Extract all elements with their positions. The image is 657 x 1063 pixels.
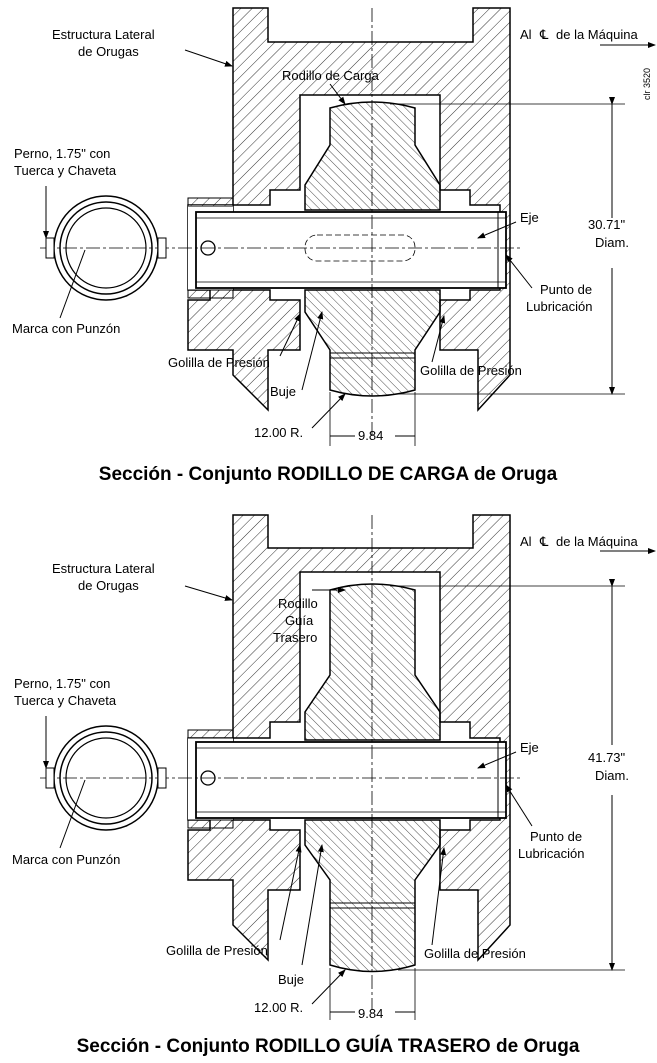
top-label-structure-2: de Orugas (78, 44, 139, 59)
bottom-label-bolt-2: Tuerca y Chaveta (14, 693, 117, 708)
bottom-label-punch: Marca con Punzón (12, 852, 120, 867)
bottom-label-diameter-unit: Diam. (595, 768, 629, 783)
drawing-id: clr 3520 (642, 68, 652, 100)
bottom-label-lube-2: Lubricación (518, 846, 585, 861)
centerline-symbol: ℄ (539, 534, 549, 549)
top-label-diameter-unit: Diam. (595, 235, 629, 250)
top-label-roller: Rodillo de Carga (282, 68, 380, 83)
top-load-roller (304, 101, 441, 397)
top-leader-washer-left (279, 313, 301, 357)
top-label-radius: 12.00 R. (254, 425, 303, 440)
bottom-label-lube-1: Punto de (530, 829, 582, 844)
top-shaft (195, 211, 507, 289)
bottom-leader-structure (184, 585, 233, 601)
top-label-axle: Eje (520, 210, 539, 225)
top-label-machine: de la Máquina (556, 27, 638, 42)
bottom-label-bushing: Buje (278, 972, 304, 987)
bottom-label-diameter: 41.73" (588, 750, 626, 765)
bottom-assembly-drawing: Estructura Lateral de Orugas Al ℄ de la … (12, 514, 656, 1057)
top-leader-washer-right (431, 315, 446, 363)
bottom-caption: Sección - Conjunto RODILLO GUÍA TRASERO … (77, 1035, 580, 1057)
bottom-diameter-dimension (390, 579, 625, 971)
bottom-label-structure-2: de Orugas (78, 578, 139, 593)
top-caption: Sección - Conjunto RODILLO DE CARGA de O… (99, 464, 558, 485)
top-leader-punch (59, 249, 86, 319)
top-label-bolt-2: Tuerca y Chaveta (14, 163, 117, 178)
top-label-width: 9.84 (358, 428, 383, 443)
bottom-label-machine-prefix: Al (520, 534, 532, 549)
bottom-label-structure-1: Estructura Lateral (52, 561, 155, 576)
top-diameter-dimension (390, 97, 625, 395)
bottom-leader-bushing (301, 844, 324, 966)
bottom-leader-axle (477, 751, 517, 769)
bottom-label-roller-1: Rodillo (278, 596, 318, 611)
top-label-diameter: 30.71" (588, 217, 626, 232)
top-label-bushing: Buje (270, 384, 296, 399)
bottom-label-bolt-1: Perno, 1.75" con (14, 676, 110, 691)
top-label-punch: Marca con Punzón (12, 321, 120, 336)
top-label-bolt-1: Perno, 1.75" con (14, 146, 110, 161)
top-label-lube-2: Lubricación (526, 299, 593, 314)
bottom-leader-lube (505, 784, 533, 827)
bottom-leader-washer-right (431, 847, 447, 946)
top-width-dimension (329, 392, 416, 446)
top-leader-radius (311, 393, 346, 429)
top-bolt-end-view (45, 195, 167, 301)
top-leader-structure (184, 49, 233, 67)
top-label-washer-right: Golilla de Presión (420, 363, 522, 378)
bottom-leader-punch (59, 779, 86, 849)
bottom-leader-washer-left (279, 844, 302, 941)
bottom-label-width: 9.84 (358, 1006, 383, 1021)
top-leader-roller (329, 83, 346, 105)
bottom-rear-idler-roller (304, 583, 441, 973)
top-leader-bushing (301, 311, 324, 391)
bottom-label-machine: de la Máquina (556, 534, 638, 549)
bottom-label-washer-right: Golilla de Presión (424, 946, 526, 961)
top-label-structure-1: Estructura Lateral (52, 27, 155, 42)
top-label-washer-left: Golilla de Presión (168, 355, 270, 370)
bottom-leader-radius (311, 969, 346, 1005)
bottom-label-radius: 12.00 R. (254, 1000, 303, 1015)
top-label-machine-prefix: Al (520, 27, 532, 42)
top-leader-lube (505, 254, 533, 289)
bottom-label-roller-2: Guía (285, 613, 314, 628)
bottom-label-roller-3: Trasero (273, 630, 317, 645)
top-assembly-drawing: Estructura Lateral de Orugas Al ℄ de la … (12, 7, 656, 485)
bottom-shaft (195, 741, 507, 819)
bottom-width-dimension (329, 968, 416, 1020)
centerline-symbol: ℄ (539, 27, 549, 42)
bottom-label-axle: Eje (520, 740, 539, 755)
bottom-bolt-end-view (45, 725, 167, 831)
top-leader-axle (477, 221, 517, 239)
bottom-label-washer-left: Golilla de Presión (166, 943, 268, 958)
top-label-lube-1: Punto de (540, 282, 592, 297)
